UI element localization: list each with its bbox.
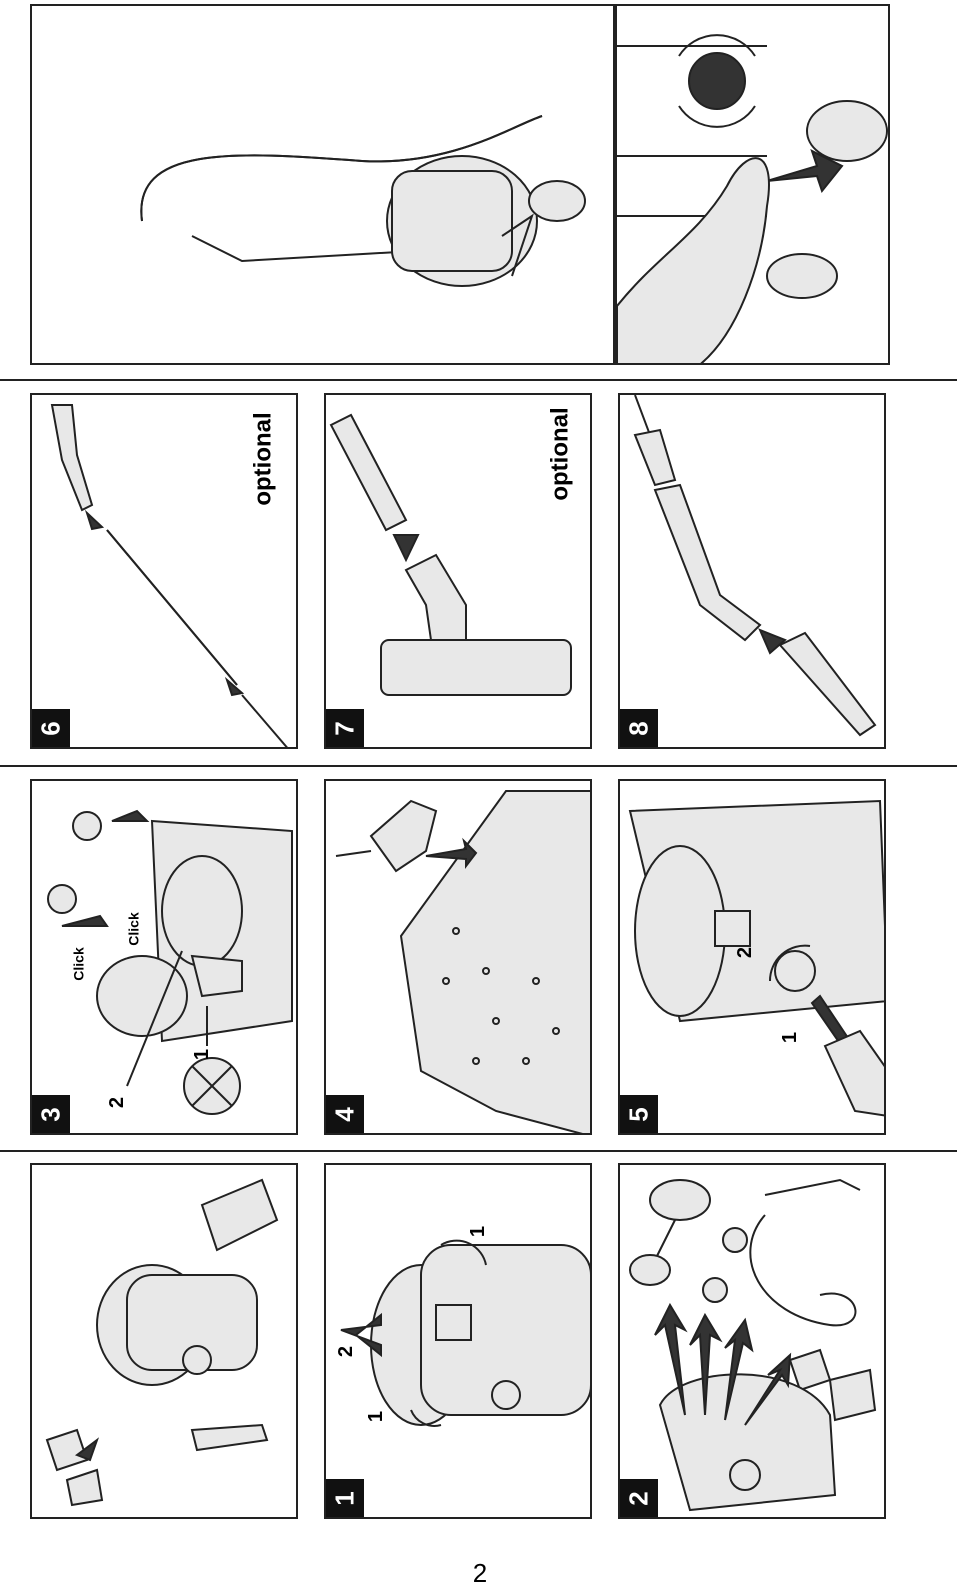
panel-step-1: 1 2 1 1 bbox=[324, 1163, 592, 1519]
remove-cover-illustration bbox=[340, 1239, 590, 1427]
caster-icon bbox=[72, 811, 102, 841]
callout-2: 2 bbox=[106, 1096, 129, 1109]
step-number: 2 bbox=[620, 1479, 658, 1517]
optional-label: optional bbox=[249, 412, 277, 506]
callout-2: 2 bbox=[734, 946, 757, 959]
callout-1: 1 bbox=[191, 1048, 214, 1061]
arrow-icon bbox=[724, 1317, 754, 1421]
optional-label: optional bbox=[546, 407, 574, 501]
recycle-icon bbox=[45, 1428, 104, 1507]
caster-icon bbox=[47, 884, 77, 914]
hose-connect-illustration bbox=[628, 799, 884, 1117]
click-label: Click bbox=[125, 912, 142, 946]
wheel-mount-illustration bbox=[47, 809, 293, 1115]
arrow-icon bbox=[425, 837, 478, 869]
panel-unpack bbox=[30, 1163, 298, 1519]
panel-step-8: 8 bbox=[618, 393, 886, 749]
step-number: 5 bbox=[620, 1095, 658, 1133]
arrow-icon bbox=[766, 149, 844, 194]
accessories-unpack-illustration bbox=[629, 1178, 877, 1512]
separator bbox=[0, 1150, 957, 1152]
callout-2: 2 bbox=[335, 1345, 358, 1358]
panel-step-2: 2 bbox=[618, 1163, 886, 1519]
arrow-icon bbox=[758, 628, 787, 655]
arrow-icon bbox=[84, 509, 105, 531]
step-number: 7 bbox=[326, 709, 364, 747]
hero-panel-wheel-lock bbox=[615, 4, 890, 365]
arrow-icon bbox=[61, 914, 109, 927]
panel-step-3: Click Click 1 2 3 bbox=[30, 779, 298, 1135]
callout-1-bottom: 1 bbox=[365, 1410, 388, 1423]
arrow-icon bbox=[689, 1312, 723, 1416]
panel-step-7: optional 7 bbox=[324, 393, 592, 749]
unpack-illustration bbox=[45, 1178, 279, 1507]
step-number: 6 bbox=[32, 709, 70, 747]
step-number: 3 bbox=[32, 1095, 70, 1133]
arrow-icon bbox=[340, 1312, 382, 1358]
arrow-icon bbox=[654, 1302, 688, 1416]
step-number: 4 bbox=[326, 1095, 364, 1133]
click-label: Click bbox=[70, 947, 87, 981]
separator bbox=[0, 765, 957, 767]
floor-nozzle-illustration bbox=[329, 413, 572, 696]
lock-dial-icon bbox=[688, 52, 746, 110]
hero-panel-vacuum bbox=[30, 4, 615, 365]
panel-step-6: optional 6 bbox=[30, 393, 298, 749]
step-number: 1 bbox=[326, 1479, 364, 1517]
panel-step-4: 4 bbox=[324, 779, 592, 1135]
arrow-icon bbox=[111, 809, 150, 822]
arrow-icon bbox=[744, 1352, 792, 1426]
page-number: 2 bbox=[472, 1558, 488, 1588]
callout-1: 1 bbox=[779, 1031, 802, 1044]
arrow-icon bbox=[224, 676, 245, 697]
callout-1-top: 1 bbox=[467, 1225, 490, 1238]
tube-assembly-illustration bbox=[50, 404, 288, 747]
separator bbox=[0, 379, 957, 381]
arrow-icon bbox=[392, 534, 420, 563]
crevice-nozzle-illustration bbox=[633, 395, 877, 737]
step-number: 8 bbox=[620, 709, 658, 747]
vacuum-overview-illustration bbox=[140, 115, 586, 287]
panel-step-5: 1 2 5 bbox=[618, 779, 886, 1135]
accessory-holder-illustration bbox=[335, 790, 590, 1133]
wheel-lock-illustration bbox=[617, 34, 888, 363]
